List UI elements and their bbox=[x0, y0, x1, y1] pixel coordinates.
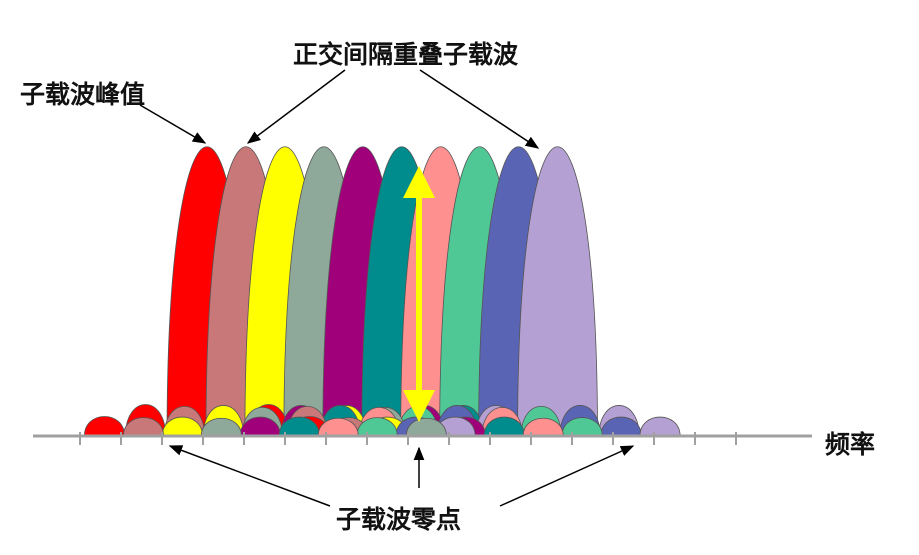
null-ticks bbox=[79, 432, 737, 445]
subcarrier-side-lobe bbox=[84, 416, 125, 437]
subcarrier-null-label: 子载波零点 bbox=[336, 505, 462, 534]
subcarrier-peak-label: 子载波峰值 bbox=[20, 80, 146, 109]
subcarrier-side-lobe bbox=[639, 416, 681, 437]
yellow-double-arrow bbox=[403, 166, 435, 422]
peak-arrow bbox=[139, 104, 207, 144]
overlap-arrow-right bbox=[419, 69, 540, 149]
subcarrier-lobes bbox=[84, 146, 681, 437]
null-arrow-left bbox=[168, 445, 331, 507]
orthogonal-overlap-label: 正交间隔重叠子载波 bbox=[293, 40, 519, 69]
overlap-arrow-left bbox=[246, 69, 346, 144]
subcarrier-main-lobe bbox=[517, 146, 598, 437]
null-arrow-right bbox=[499, 445, 635, 507]
frequency-label: 频率 bbox=[825, 430, 876, 459]
